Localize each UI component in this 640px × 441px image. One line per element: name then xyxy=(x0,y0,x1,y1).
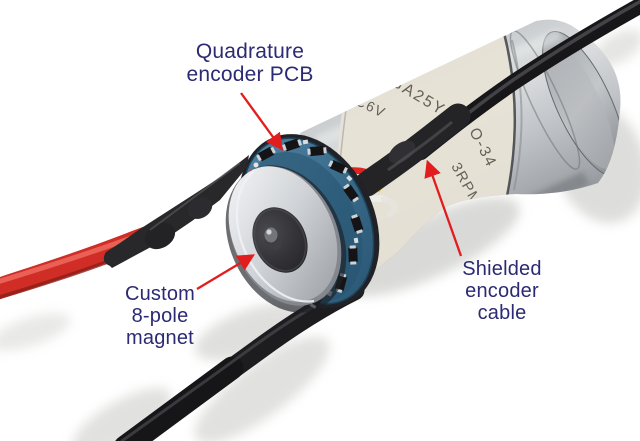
label-custom-magnet: Custom 8-pole magnet xyxy=(98,283,222,349)
arrow-quadrature-encoder-pcb xyxy=(240,92,284,151)
solder-pad xyxy=(346,175,353,182)
pcb-component xyxy=(328,159,348,175)
pcb-component xyxy=(350,214,364,234)
label-line: magnet xyxy=(126,327,194,349)
label-shielded-cable: Shielded encoder cable xyxy=(438,258,566,324)
magnet-ring-edge xyxy=(253,208,307,272)
lower-cable-thick-sleeve xyxy=(115,356,244,441)
heatshrink-sheen xyxy=(149,162,241,231)
shaft-highlight xyxy=(266,229,272,235)
pcb-component xyxy=(307,145,327,157)
shaft-tip xyxy=(264,227,278,243)
label-line: 8-pole xyxy=(131,305,189,327)
heatshrink-bump xyxy=(144,222,176,250)
label-line: cable xyxy=(477,302,527,324)
pcb-component xyxy=(348,245,358,265)
shadow-under-body xyxy=(340,197,520,297)
pcb-component xyxy=(282,138,302,152)
splice-sheen xyxy=(387,120,453,172)
label-line: encoder PCB xyxy=(186,63,314,86)
shadow-bottom-left xyxy=(72,388,172,441)
disc-rim-highlight xyxy=(235,170,315,303)
power-heatshrink-joint xyxy=(103,155,249,268)
solder-pad xyxy=(302,139,309,145)
callout-arrows xyxy=(196,92,463,290)
gearbox-seam-dark xyxy=(502,32,517,197)
solder-joint-white xyxy=(253,162,259,168)
arrow-custom-magnet xyxy=(196,254,255,290)
pcb-component xyxy=(343,183,359,203)
motor-shaft xyxy=(264,227,282,251)
signal-wire-white-loop xyxy=(380,195,399,218)
label-line: Shielded xyxy=(462,258,542,280)
label-line: encoder xyxy=(465,280,539,302)
label-quadrature-encoder-pcb: Quadrature encoder PCB xyxy=(170,40,330,86)
shadow-under-red-cable xyxy=(0,313,71,351)
shadow-under-lower-cable xyxy=(194,336,330,441)
shadow-under-disc xyxy=(194,303,306,361)
motor-rear-cap-face xyxy=(543,39,615,169)
solder-pad xyxy=(353,237,359,244)
label-line: Quadrature xyxy=(195,40,305,63)
label-line: Custom xyxy=(124,283,196,305)
splice-ring-bump xyxy=(388,140,416,164)
arrow-shielded-cable xyxy=(424,159,463,257)
gearbox-seam-light xyxy=(511,39,523,191)
heatshrink-bump-2 xyxy=(187,197,213,219)
cable-splice-heatshrink xyxy=(354,103,471,197)
